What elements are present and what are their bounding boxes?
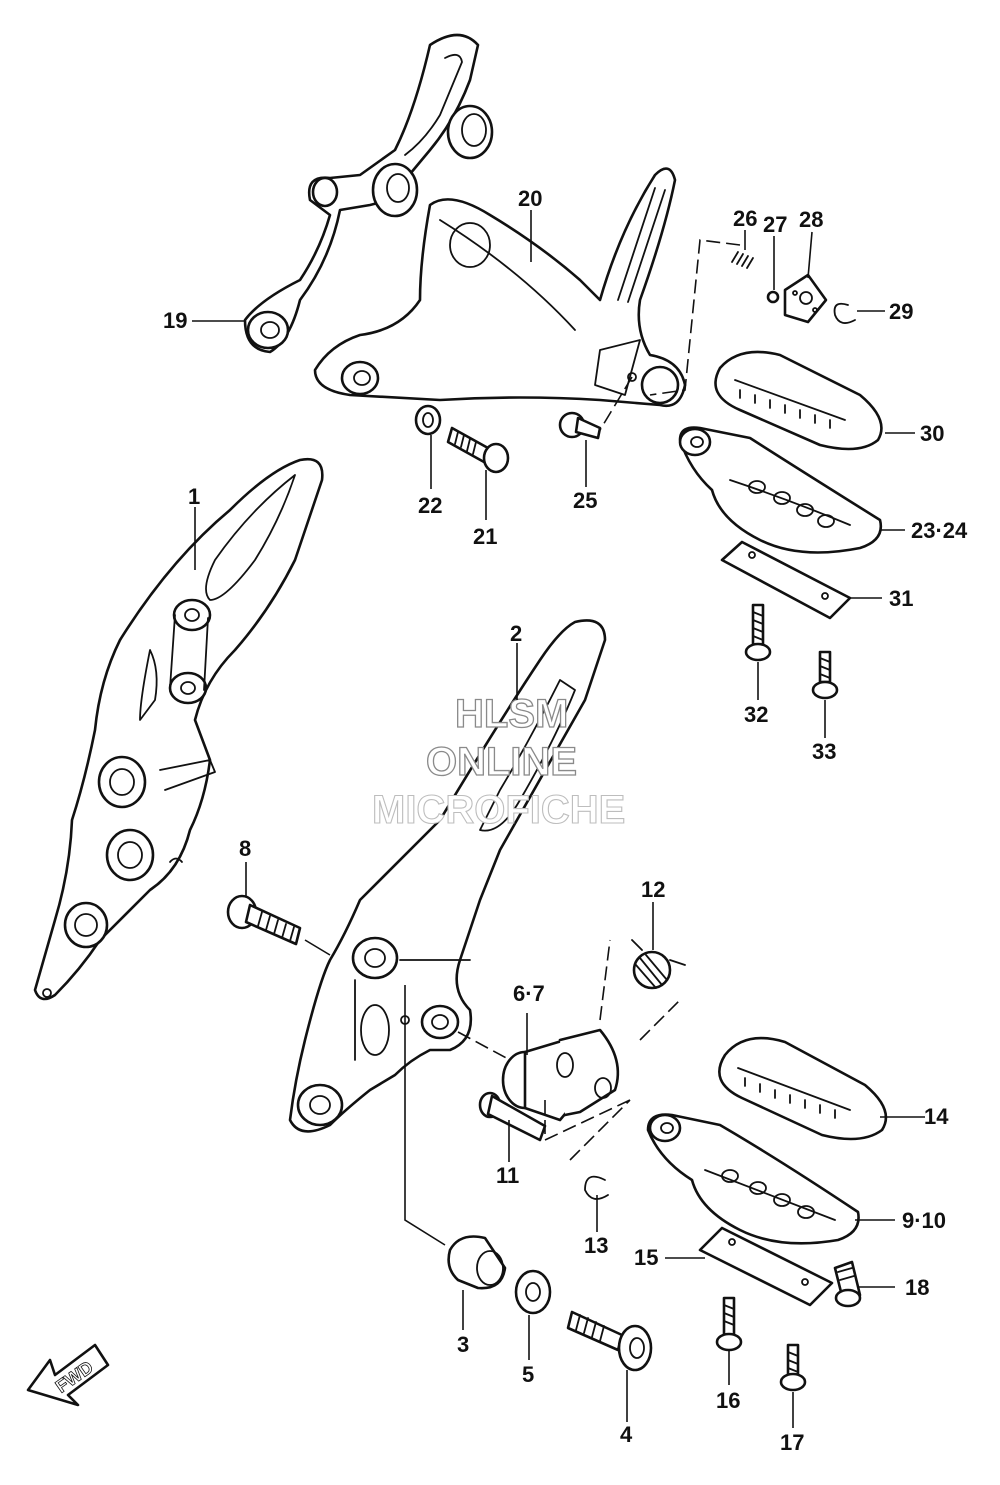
clip-13 <box>584 1175 609 1200</box>
callout-16: 16 <box>716 1388 740 1413</box>
dash-line-13 <box>544 1099 631 1161</box>
callout-20: 20 <box>518 186 542 211</box>
dash-line-25 <box>599 376 633 431</box>
callout-32: 32 <box>744 702 768 727</box>
callout-4: 4 <box>620 1422 633 1447</box>
bolt-8 <box>226 894 302 946</box>
callout-28: 28 <box>799 207 823 232</box>
leader-bracket2-to-3 <box>404 985 446 1246</box>
front-bracket-1 <box>33 457 324 1001</box>
rear-footrest-bracket-left <box>243 33 494 354</box>
callout-6-7: 6·7 <box>513 981 545 1006</box>
pivot-6-7 <box>501 1028 620 1122</box>
callout-18: 18 <box>905 1275 929 1300</box>
callout-19: 19 <box>163 308 187 333</box>
leader-8-axis <box>304 939 331 956</box>
callout-31: 31 <box>889 586 913 611</box>
screw-32 <box>744 603 772 662</box>
screw-16 <box>715 1296 743 1352</box>
spring-26 <box>731 251 754 269</box>
footpeg-9-10 <box>646 1113 860 1245</box>
dash-line-upper <box>649 239 741 396</box>
bolt-18 <box>833 1260 862 1308</box>
callout-21: 21 <box>473 524 497 549</box>
plate-15 <box>698 1226 834 1307</box>
callout-5: 5 <box>522 1362 534 1387</box>
washer-22 <box>414 404 442 436</box>
rear-footrest-bracket-right <box>313 167 687 408</box>
clip-29 <box>833 302 856 324</box>
callout-26: 26 <box>733 206 757 231</box>
callout-29: 29 <box>889 299 913 324</box>
watermark-line3: MICROFICHE <box>372 788 625 832</box>
watermark-line2: ONLINE <box>426 740 577 784</box>
pin-25 <box>558 411 602 440</box>
callout-13: 13 <box>584 1233 608 1258</box>
callout-22: 22 <box>418 493 442 518</box>
callout-23-24: 23·24 <box>911 518 968 543</box>
callout-30: 30 <box>920 421 944 446</box>
footpeg-rubber-30 <box>714 350 883 451</box>
spring-12 <box>631 939 686 990</box>
washer-5 <box>514 1269 552 1315</box>
callout-15: 15 <box>634 1245 658 1270</box>
screw-17 <box>779 1343 807 1392</box>
callout-12: 12 <box>641 877 665 902</box>
callout-17: 17 <box>780 1430 804 1455</box>
plate-31 <box>720 540 852 620</box>
dash-line-spring12 <box>599 939 681 1041</box>
plate-28 <box>783 273 828 324</box>
dash-line-pivot <box>457 1031 511 1061</box>
watermark-line1: HLSM <box>455 692 568 736</box>
fwd-arrow-icon: FWD <box>26 1343 110 1407</box>
callout-14: 14 <box>924 1104 949 1129</box>
callout-3: 3 <box>457 1332 469 1357</box>
bolt-21 <box>446 426 510 474</box>
callout-1: 1 <box>188 484 200 509</box>
callout-leaders <box>192 210 925 1428</box>
callout-27: 27 <box>763 212 787 237</box>
callout-25: 25 <box>573 488 597 513</box>
callout-2: 2 <box>510 621 522 646</box>
bolt-4 <box>566 1310 653 1372</box>
front-bracket-2 <box>288 619 607 1133</box>
collar-3 <box>447 1235 507 1290</box>
callout-9-10: 9·10 <box>902 1208 946 1233</box>
ball-27 <box>766 290 780 304</box>
footpeg-23-24 <box>678 426 883 554</box>
callout-33: 33 <box>812 739 836 764</box>
pin-11 <box>478 1091 547 1142</box>
footpeg-rubber-14 <box>718 1036 888 1141</box>
callout-11: 11 <box>496 1163 519 1188</box>
screw-33 <box>811 650 839 700</box>
callout-8: 8 <box>239 836 251 861</box>
